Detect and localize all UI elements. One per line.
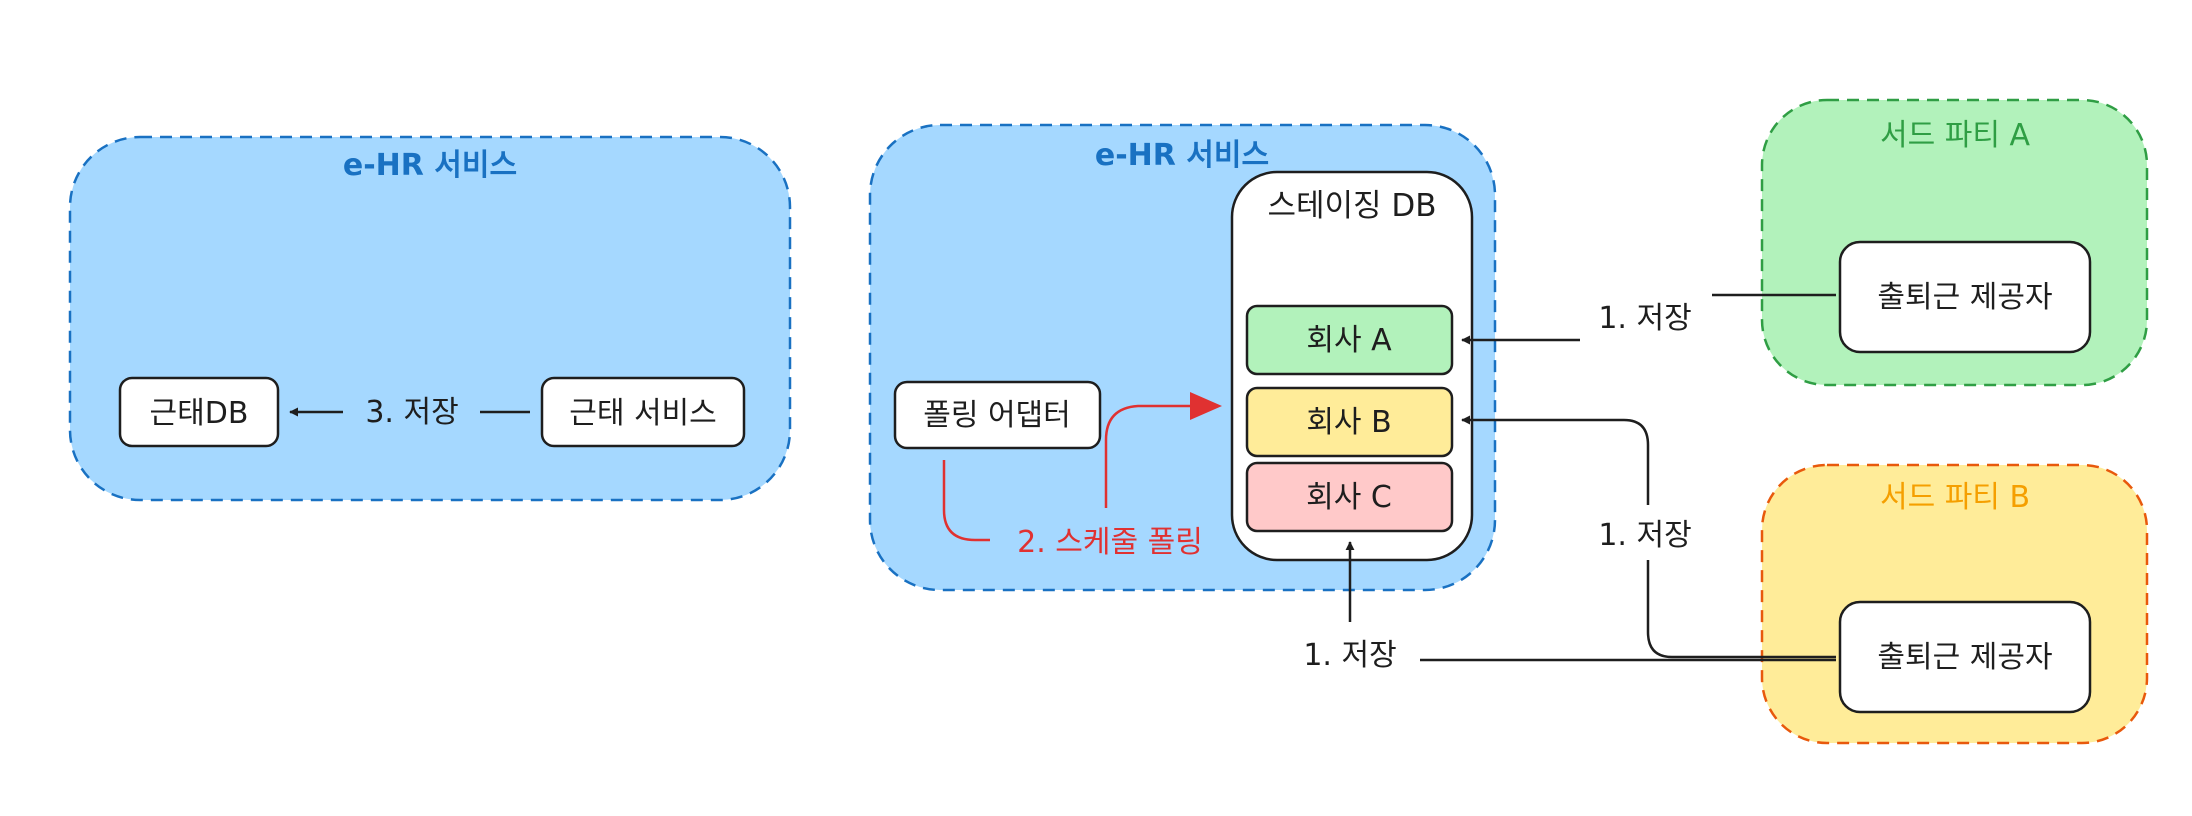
third-party-a-provider-node[interactable]: 출퇴근 제공자 [1838, 240, 2092, 354]
staging-row-label: 회사 C [1306, 480, 1392, 515]
save-label-a: 1. 저장 [1598, 301, 1691, 336]
third-party-b-provider-node[interactable]: 출퇴근 제공자 [1838, 600, 2092, 714]
schedule-polling-arrow [942, 404, 1190, 542]
polling-adapter-label: 폴링 어댑터 [923, 398, 1071, 433]
center-ehr-service: e-HR 서비스 폴링 어댑터 스테이징 DB 회사 A 회사 B 회사 C [868, 123, 1497, 592]
save-label-b-lower: 1. 저장 [1303, 638, 1396, 673]
attendance-service-node[interactable]: 근태 서비스 [540, 376, 746, 448]
left-ehr-title: e-HR 서비스 [343, 148, 517, 183]
staging-row-label: 회사 A [1306, 323, 1392, 358]
center-ehr-title: e-HR 서비스 [1095, 138, 1269, 173]
provider-label: 출퇴근 제공자 [1877, 280, 2052, 315]
staging-db[interactable]: 스테이징 DB 회사 A 회사 B 회사 C [1230, 170, 1474, 562]
third-party-b: 서드 파티 B 출퇴근 제공자 [1760, 463, 2149, 745]
save-arrow-b-upper-line [1462, 420, 1836, 659]
third-party-a-title: 서드 파티 A [1880, 118, 2030, 153]
staging-row-label: 회사 B [1306, 405, 1391, 440]
staging-row-company-a[interactable]: 회사 A [1245, 304, 1454, 376]
schedule-polling-label: 2. 스케줄 폴링 [1017, 525, 1203, 560]
save-label-3: 3. 저장 [365, 395, 458, 430]
staging-row-company-c[interactable]: 회사 C [1245, 461, 1454, 533]
staging-row-company-b[interactable]: 회사 B [1245, 386, 1454, 458]
polling-adapter-node[interactable]: 폴링 어댑터 [893, 380, 1102, 450]
third-party-a: 서드 파티 A 출퇴근 제공자 [1760, 98, 2149, 387]
provider-label: 출퇴근 제공자 [1877, 640, 2052, 675]
left-ehr-service: e-HR 서비스 근태DB 근태 서비스 3. 저장 [68, 135, 792, 502]
staging-db-title: 스테이징 DB [1267, 188, 1436, 224]
attendance-service-label: 근태 서비스 [569, 396, 717, 431]
attendance-db-label: 근태DB [150, 396, 249, 431]
third-party-b-title: 서드 파티 B [1880, 480, 2030, 515]
attendance-db-node[interactable]: 근태DB [118, 376, 280, 448]
save-label-b-upper: 1. 저장 [1598, 518, 1691, 553]
schedule-polling-arrowhead [1190, 392, 1222, 420]
